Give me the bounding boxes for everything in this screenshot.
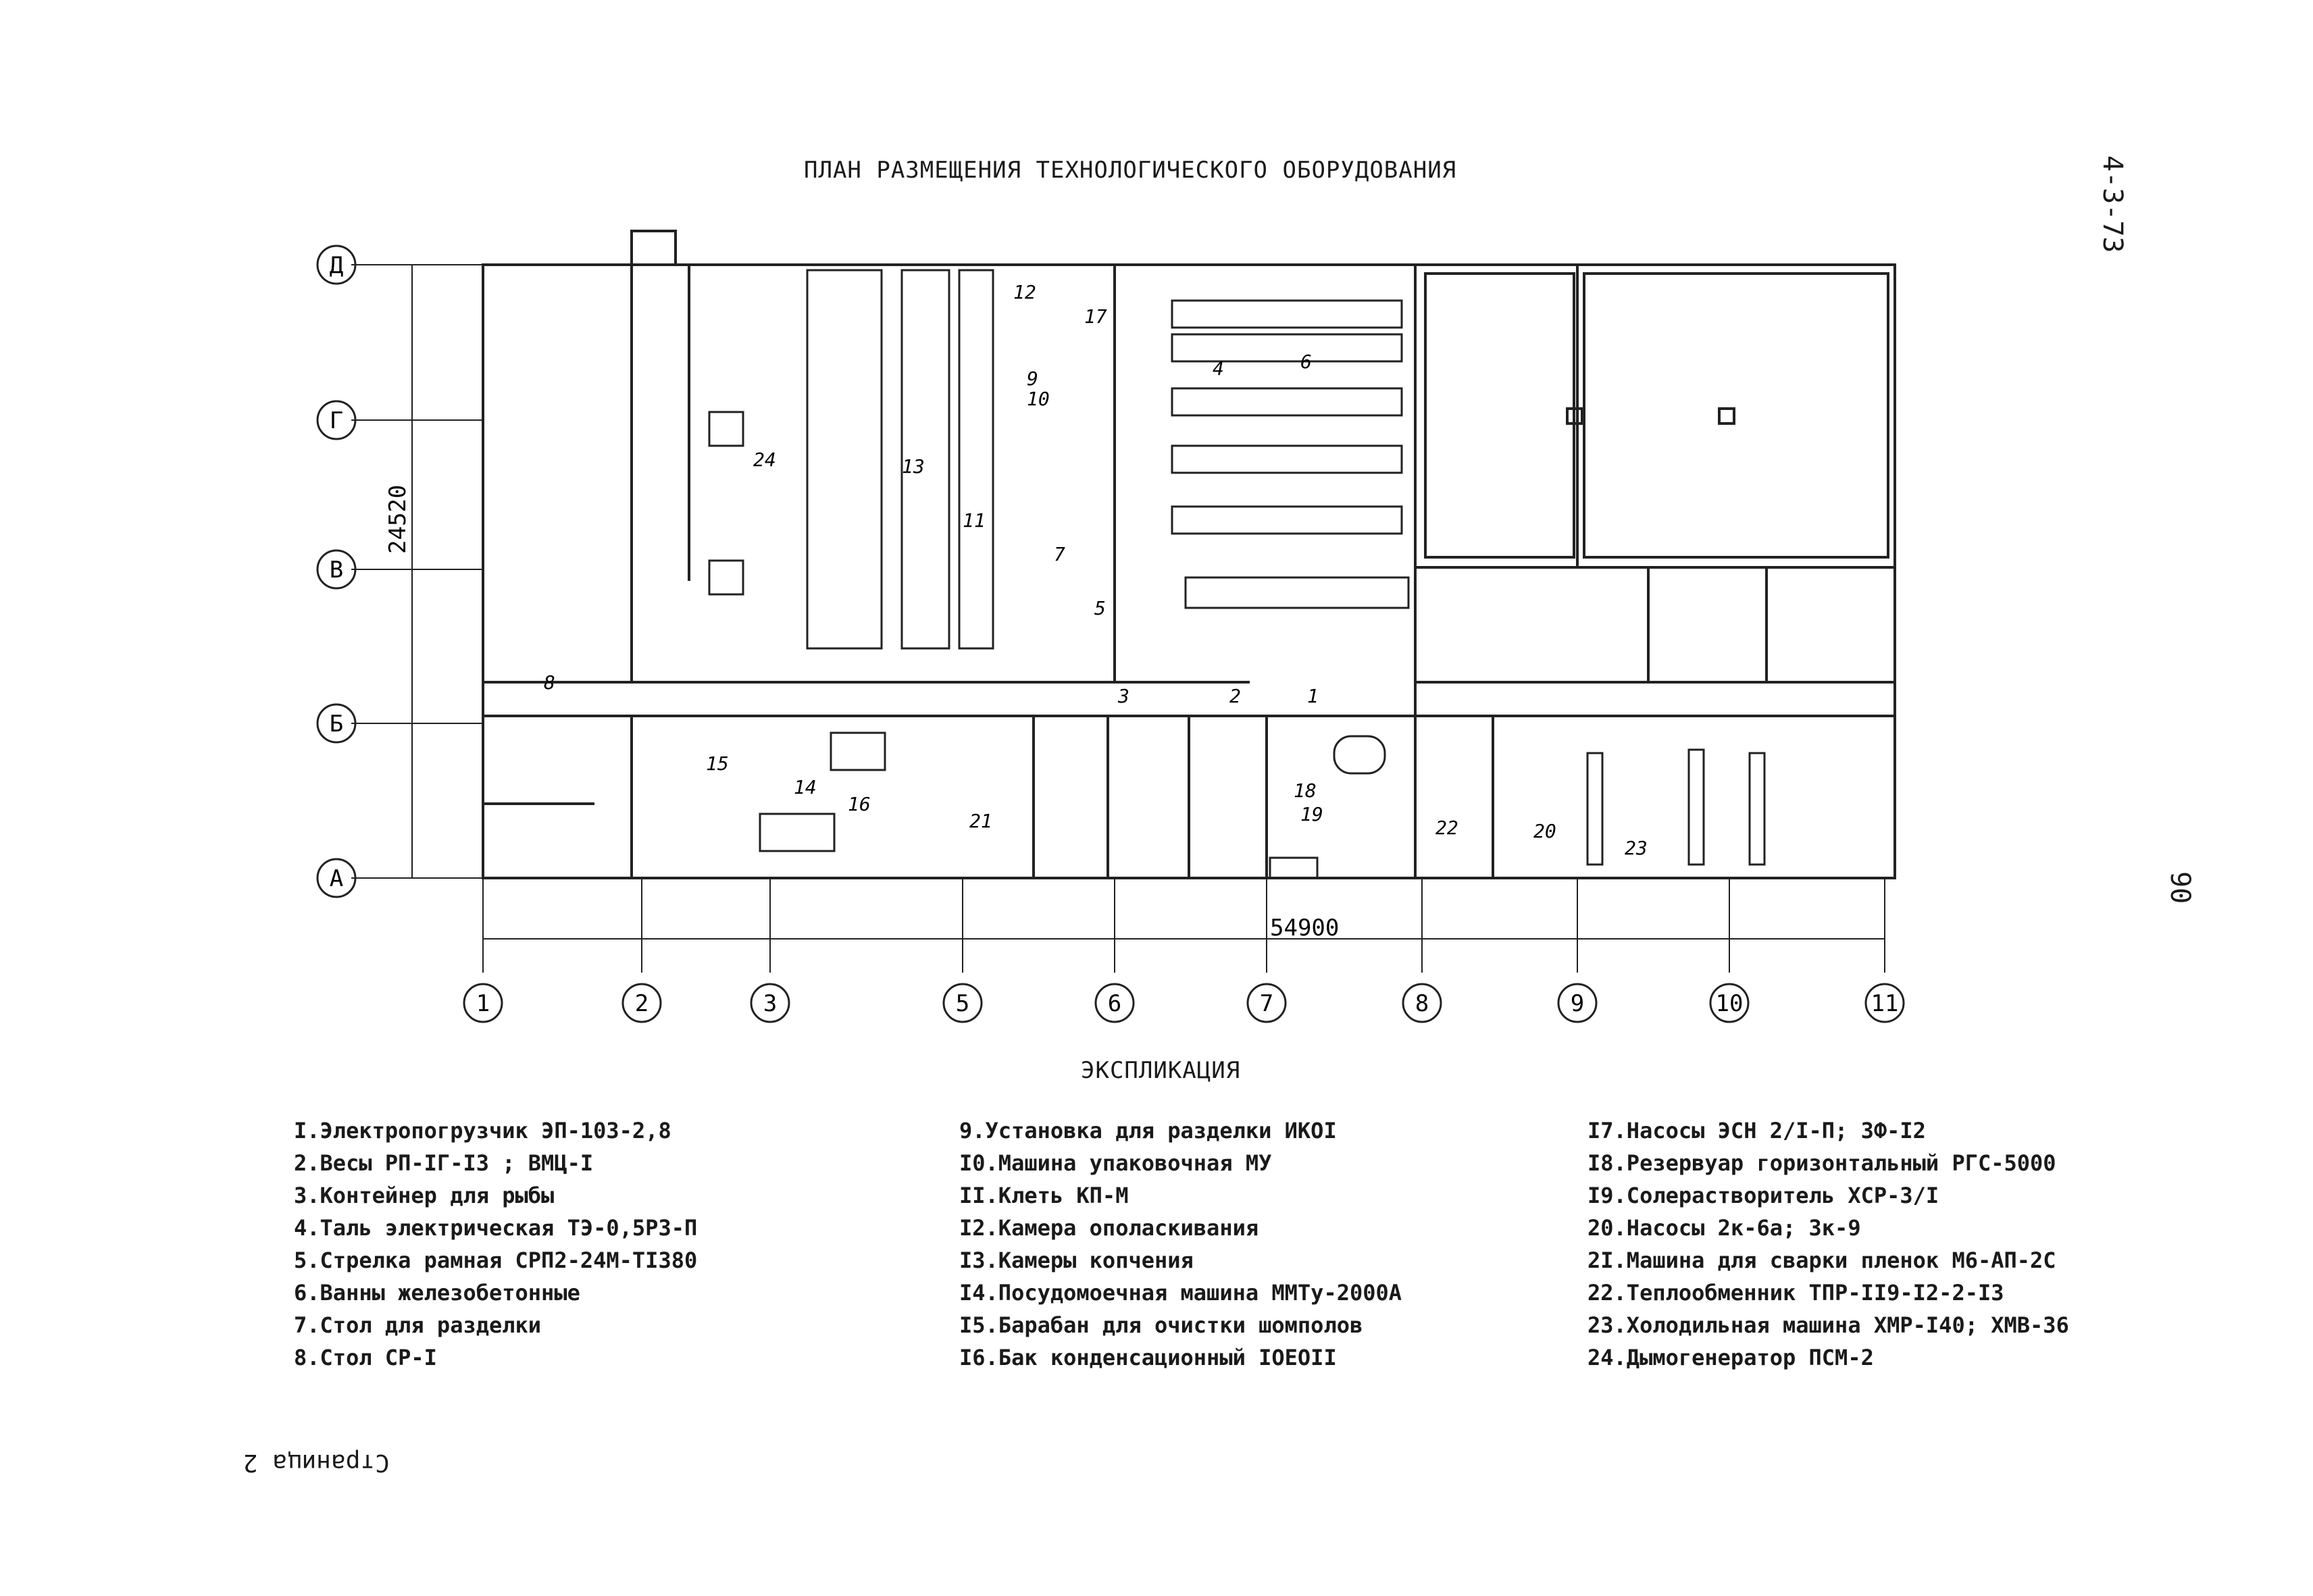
row-axis-label: Г: [330, 407, 343, 434]
overall-height-dim: 24520: [384, 485, 411, 554]
legend-item: 3.Контейнер для рыбы: [294, 1183, 555, 1208]
legend-item: 9.Установка для разделки ИКОI: [959, 1118, 1337, 1143]
row-axis-label: Б: [330, 711, 343, 738]
legend-item: I3.Камеры копчения: [959, 1247, 1194, 1273]
equipment-mark: 6: [1300, 351, 1312, 373]
legend-item: 22.Теплообменник ТПР-II9-I2-2-I3: [1587, 1280, 2004, 1306]
legend-item: I2.Камера ополаскивания: [959, 1215, 1259, 1241]
equipment-mark: 11: [963, 509, 986, 532]
equipment-mark: 2: [1229, 685, 1241, 707]
dishwasher: [759, 813, 836, 852]
legend-item: 8.Стол СР-I: [294, 1345, 437, 1370]
legend-title: ЭКСПЛИКАЦИЯ: [1081, 1057, 1241, 1084]
legend-item: I5.Барабан для очистки шомполов: [959, 1312, 1363, 1338]
row-axis-label: В: [330, 557, 343, 584]
equipment-mark: 21: [969, 810, 992, 832]
col-axis-label: 1: [476, 990, 490, 1017]
legend-column: 9.Установка для разделки ИКОI I0.Машина …: [959, 1114, 1402, 1374]
col-axis-label: 7: [1260, 990, 1273, 1017]
equipment-mark: 22: [1435, 817, 1458, 839]
equipment-mark: 14: [794, 776, 817, 798]
equipment-mark: 1: [1307, 685, 1319, 707]
col-axis-label: 5: [956, 990, 969, 1017]
equipment-mark: 15: [706, 752, 729, 775]
legend-item: I.Электропогрузчик ЭП-103-2,8: [294, 1118, 671, 1143]
condensate-tank: [830, 731, 886, 771]
equipment-mark: 7: [1054, 543, 1065, 565]
smoke-gen-a: [708, 411, 744, 447]
col-axis-label: 2: [635, 990, 649, 1017]
equipment-mark: 5: [1094, 597, 1106, 619]
page-label: Страница 2: [243, 1449, 390, 1476]
annex-wall: [630, 230, 677, 266]
equipment-mark: 3: [1117, 685, 1129, 707]
legend-item: 20.Насосы 2к-6а; 3к-9: [1587, 1215, 1861, 1241]
legend-item: I8.Резервуар горизонтальный РГС-5000: [1587, 1150, 2056, 1176]
equipment-mark: 24: [753, 448, 776, 471]
equipment-mark: 23: [1625, 837, 1648, 859]
col-axis-label: 3: [763, 990, 777, 1017]
col-axis-label: 10: [1716, 990, 1744, 1017]
tank-grid: [1171, 299, 1410, 609]
legend-item: 5.Стрелка рамная СРП2-24М-TI380: [294, 1247, 698, 1273]
equipment-mark: 13: [902, 455, 925, 478]
reservoir: [1333, 735, 1386, 775]
legend-item: I7.Насосы ЭСН 2/I-П; 3Ф-I2: [1587, 1118, 1926, 1143]
smoking-chambers: [806, 269, 994, 650]
legend-item: 2I.Машина для сварки пленок М6-АП-2С: [1587, 1247, 2056, 1273]
column-marker: [1566, 407, 1583, 425]
legend-item: 7.Стол для разделки: [294, 1312, 542, 1338]
legend-item: II.Клеть КП-М: [959, 1183, 1129, 1208]
col-axis-label: 11: [1871, 990, 1899, 1017]
equipment-mark: 4: [1213, 357, 1224, 380]
row-axis-label: А: [330, 865, 343, 892]
equipment-mark: 12: [1013, 281, 1036, 303]
equipment-mark: 20: [1533, 820, 1556, 842]
drawing-title: ПЛАН РАЗМЕЩЕНИЯ ТЕХНОЛОГИЧЕСКОГО ОБОРУДО…: [804, 157, 1457, 184]
legend-item: I9.Солерастворитель ХСР-3/I: [1587, 1183, 1939, 1208]
legend-item: 24.Дымогенератор ПСМ-2: [1587, 1345, 1874, 1370]
equipment-mark: 16: [848, 793, 871, 815]
col-axis-label: 9: [1571, 990, 1584, 1017]
row-axis-label: Д: [330, 252, 343, 279]
col-axis-label: 6: [1108, 990, 1121, 1017]
equipment-mark: 17: [1084, 305, 1107, 328]
legend-item: 23.Холодильная машина ХМР-I40; ХМВ-36: [1587, 1312, 2069, 1338]
legend-column: I.Электропогрузчик ЭП-103-2,8 2.Весы РП-…: [294, 1114, 697, 1374]
col-axis-label: 8: [1415, 990, 1429, 1017]
smoke-gen-b: [708, 559, 744, 596]
legend-item: I4.Посудомоечная машина ММТу-2000А: [959, 1280, 1402, 1306]
equipment-mark: 10: [1027, 388, 1050, 410]
equipment-mark: 9: [1027, 367, 1038, 390]
legend-item: I0.Машина упаковочная МУ: [959, 1150, 1272, 1176]
column-marker: [1718, 407, 1735, 425]
overall-width-dim: 54900: [1270, 915, 1339, 942]
legend-item: 6.Ванны железобетонные: [294, 1280, 580, 1306]
equipment-mark: 18: [1294, 779, 1317, 802]
salt-dissolver: [1269, 856, 1319, 879]
equipment-mark: 8: [544, 671, 555, 694]
refrigerator-b: [1687, 748, 1705, 866]
legend-item: I6.Бак конденсационный IОЕОII: [959, 1345, 1337, 1370]
legend-item: 4.Таль электрическая ТЭ-0,5Р3-П: [294, 1215, 698, 1241]
legend-item: 2.Весы РП-IГ-I3 ; ВМЦ-I: [294, 1150, 594, 1176]
refrigerator-a: [1586, 752, 1604, 866]
legend-column: I7.Насосы ЭСН 2/I-П; 3Ф-I2 I8.Резервуар …: [1587, 1114, 2069, 1374]
refrigerator-c: [1748, 752, 1766, 866]
equipment-mark: 19: [1300, 803, 1323, 825]
